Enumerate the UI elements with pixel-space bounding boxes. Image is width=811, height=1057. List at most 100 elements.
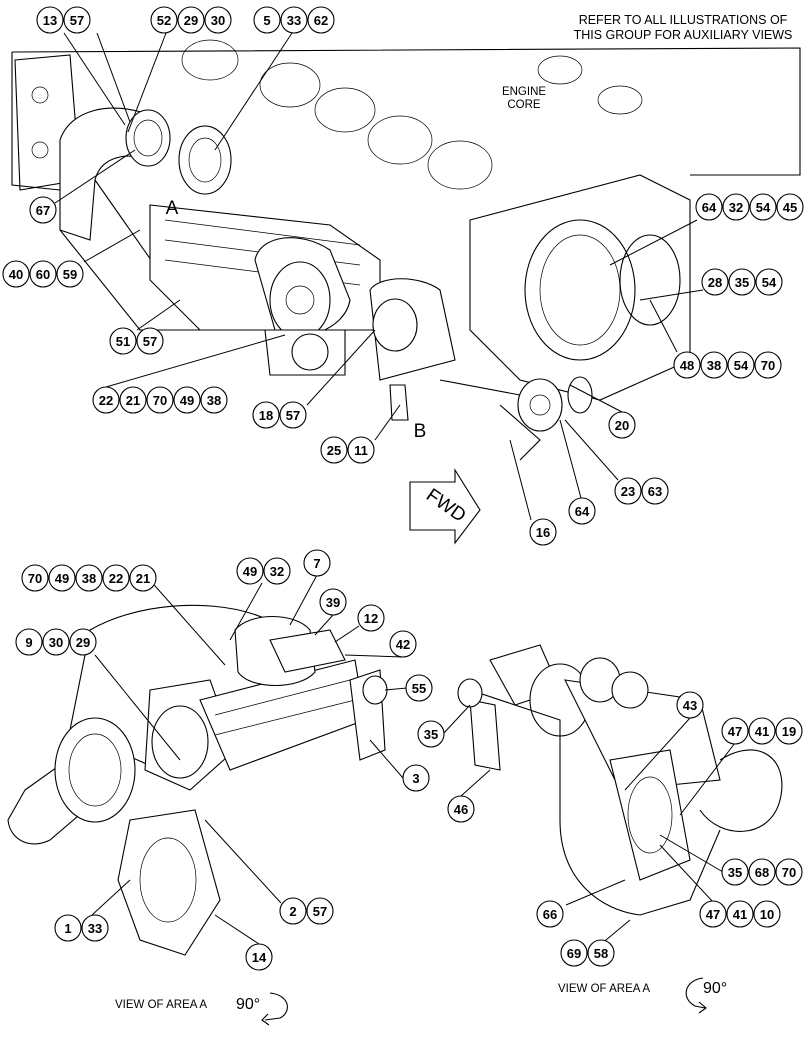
leader-line [83,229,141,263]
leader-line [96,32,131,123]
callout-number: 5 [263,13,270,28]
leader-line [344,654,404,658]
fwd-arrow [409,468,481,545]
leader-line [564,419,619,481]
callout-16: 16 [529,518,557,546]
callout-66: 66 [536,900,564,928]
callout-number: 70 [153,393,167,408]
callout-number: 42 [396,637,410,652]
callout-number: 30 [49,635,63,650]
callout-42: 42 [389,630,417,658]
callout-number: 21 [126,393,140,408]
callout-number: 21 [136,571,150,586]
callout-circle [695,193,723,221]
leader-line [314,614,334,636]
callout-number: 51 [116,334,130,349]
callout-number: 55 [412,681,426,696]
leader-line [649,299,678,353]
callout-circle [529,518,557,546]
callout-circle [150,6,178,34]
callout-number: 70 [28,571,42,586]
callout-number: 18 [259,408,273,423]
callout-number: 49 [55,571,69,586]
callout-number: 29 [76,635,90,650]
callout-circle [102,564,130,592]
engine-core-label-line1: ENGINE [502,86,546,98]
callout-circle [776,193,804,221]
area-a-label: A [166,198,179,219]
callout-circle [676,691,704,719]
callout-number: 22 [99,393,113,408]
callout-circle [389,630,417,658]
callout-circle [15,628,43,656]
callout-number: 62 [314,13,328,28]
callout-circle [63,6,91,34]
callout-circle [56,260,84,288]
leader-line [609,219,698,266]
caption-left-angle: 90° [236,996,260,1013]
leader-line [442,704,471,735]
leader-line [679,742,736,816]
callout-circle [280,6,308,34]
callout-35-left: 35 [417,720,445,748]
leader-line [214,32,293,151]
leader-line [659,844,714,903]
leader-line [565,879,626,906]
leader-line [94,654,181,761]
callout-number: 28 [708,275,722,290]
callout-number: 20 [615,418,629,433]
callout-circle [748,717,776,745]
leader-line [624,717,691,791]
callout-circle [204,6,232,34]
leader-line [105,334,286,388]
callout-number: 54 [756,200,771,215]
callout-circle [263,557,291,585]
callout-number: 13 [43,13,57,28]
callout-circle [673,351,701,379]
leader-line [229,582,263,641]
callout-number: 32 [270,564,284,579]
callout-circle [775,858,803,886]
callout-number: 54 [734,358,749,373]
leader-line [136,299,181,331]
callout-number: 57 [313,904,327,919]
callout-circle [722,193,750,221]
callout-number: 64 [575,504,590,519]
callout-circle [306,897,334,925]
callout-55: 55 [405,674,433,702]
callout-20: 20 [608,411,636,439]
callout-circle [307,6,335,34]
callout-circle [42,628,70,656]
leader-line [460,769,491,797]
callout-number: 19 [782,724,796,739]
callout-circle [245,943,273,971]
rotate-arrow-icon [261,992,288,1026]
leader-line [639,289,704,301]
callout-circle [699,900,727,928]
callout-number: 3 [412,771,419,786]
callout-circle [700,351,728,379]
callout-circle [252,401,280,429]
callout-circle [48,564,76,592]
callout-46: 46 [447,795,475,823]
leader-line [214,914,260,945]
callout-circle [357,604,385,632]
callout-number: 38 [82,571,96,586]
header-note-line2: THIS GROUP FOR AUXILIARY VIEWS [574,28,793,42]
callout-circle [405,674,433,702]
callout-number: 63 [648,484,662,499]
callout-number: 54 [762,275,777,290]
area-b-label: B [414,421,427,442]
callout-number: 9 [25,635,32,650]
callout-circle [402,764,430,792]
callout-number: 64 [702,200,717,215]
